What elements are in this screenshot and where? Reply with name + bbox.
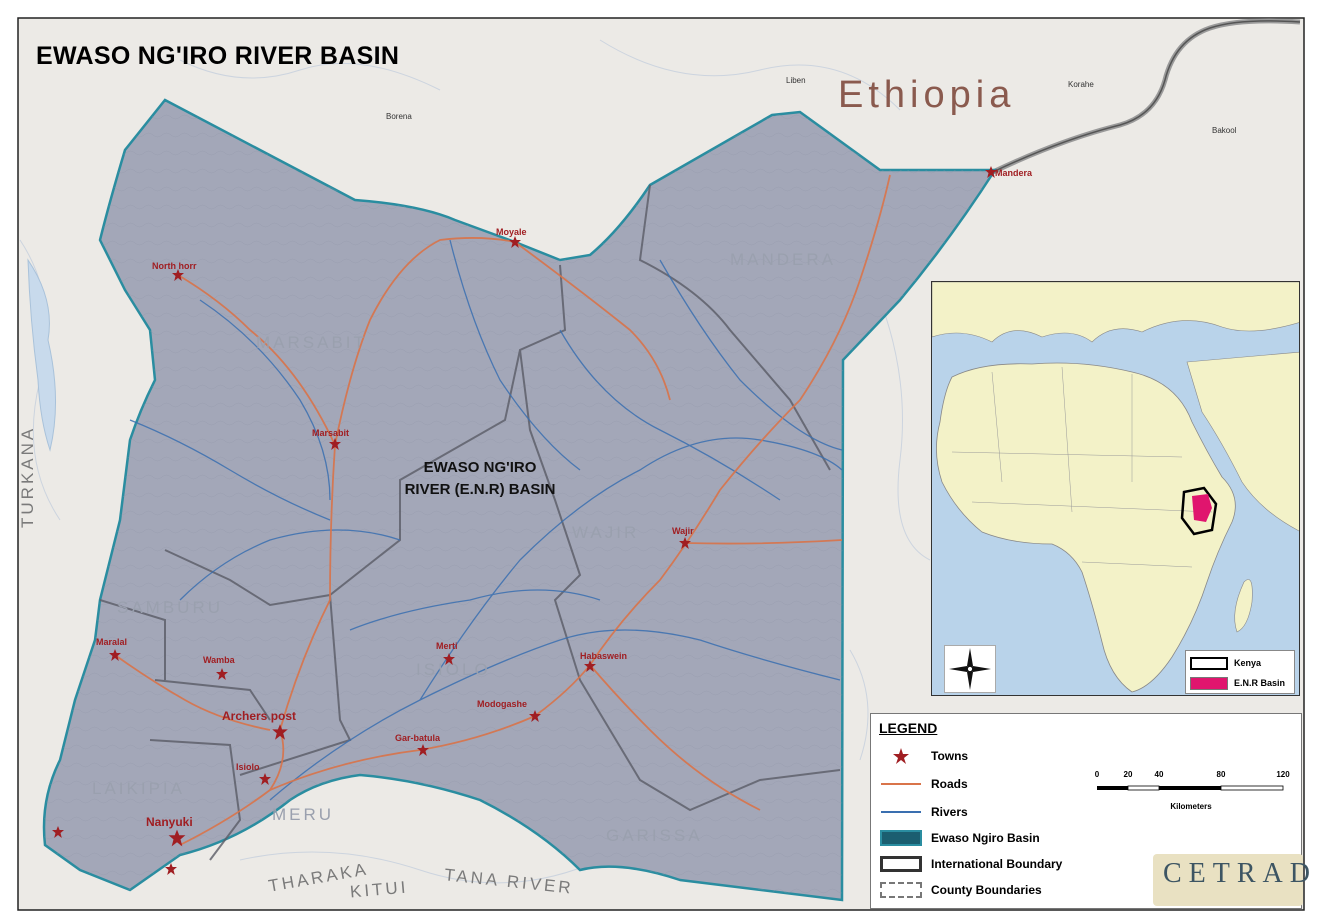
town-label-gar-batula: Gar-batula bbox=[395, 733, 441, 743]
lake-turkana bbox=[27, 258, 57, 452]
town-label-maralal: Maralal bbox=[96, 637, 128, 647]
county-label-laikipia: LAIKIPIA bbox=[92, 779, 185, 798]
place-label: Liben bbox=[786, 76, 806, 85]
inset-africa bbox=[936, 362, 1236, 693]
scale-tick-label: 120 bbox=[1276, 770, 1290, 779]
scale-bar-graphic bbox=[1097, 785, 1284, 791]
legend-label: Ewaso Ngiro Basin bbox=[931, 831, 1040, 845]
town-label-wajir: Wajir bbox=[672, 526, 694, 536]
scale-tick-label: 40 bbox=[1154, 770, 1164, 779]
inset-madagascar bbox=[1234, 579, 1253, 633]
county-boundaries bbox=[99, 184, 841, 861]
legend-label: Towns bbox=[931, 749, 969, 763]
town-label-nanyuki: Nanyuki bbox=[146, 815, 193, 829]
town-label-habaswein: Habaswein bbox=[580, 651, 628, 661]
legend-item-roads: Roads bbox=[879, 774, 1139, 794]
legend-item-towns: Towns bbox=[879, 746, 1139, 766]
basin-relief-texture bbox=[44, 100, 995, 900]
roads bbox=[114, 174, 891, 846]
scale-bar: 0 20 40 80 120 Kilometers bbox=[1094, 770, 1295, 811]
logo-text: CETRAD bbox=[1163, 858, 1317, 889]
inset-legend-label: E.N.R Basin bbox=[1234, 678, 1286, 688]
place-label: Borena bbox=[386, 112, 412, 121]
county-label-samburu: SAMBURU bbox=[117, 598, 224, 617]
compass-icon bbox=[949, 648, 991, 690]
legend-label: County Boundaries bbox=[931, 883, 1042, 897]
legend-label: International Boundary bbox=[931, 857, 1063, 871]
legend-label: Rivers bbox=[931, 805, 968, 819]
town-label-merti: Merti bbox=[436, 641, 458, 651]
scale-tick-label: 20 bbox=[1123, 770, 1133, 779]
basin-label: EWASO NG'IRO RIVER (E.N.R) BASIN bbox=[380, 457, 580, 501]
town-label-archers-post: Archers post bbox=[222, 709, 297, 723]
scale-tick-label: 80 bbox=[1216, 770, 1226, 779]
town-label-isiolo: Isiolo bbox=[236, 762, 260, 772]
town-label-marsabit: Marsabit bbox=[312, 428, 350, 438]
inset-map-africa bbox=[931, 281, 1300, 696]
legend-item-rivers: Rivers bbox=[879, 802, 1139, 822]
town-label-wamba: Wamba bbox=[203, 655, 235, 665]
legend-item-basin: Ewaso Ngiro Basin bbox=[879, 828, 1139, 848]
town-label-mandera: Mandera bbox=[995, 168, 1033, 178]
county-label-meru: MERU bbox=[272, 805, 335, 824]
africa-outline bbox=[932, 282, 1299, 695]
river-line-icon bbox=[879, 803, 923, 821]
basin-fill-icon bbox=[879, 829, 923, 847]
county-label-turkana: TURKANA bbox=[18, 425, 37, 528]
international-boundary-line bbox=[992, 20, 1301, 173]
inset-middle-east bbox=[1186, 351, 1299, 532]
legend-item-international-boundary: International Boundary bbox=[879, 854, 1139, 874]
legend-item-county-boundaries: County Boundaries bbox=[879, 880, 1139, 900]
scale-tick-label: 0 bbox=[1094, 770, 1100, 779]
road-line-icon bbox=[879, 775, 923, 793]
basin-label-line: RIVER (E.N.R) BASIN bbox=[404, 481, 556, 498]
map-title: EWASO NG'IRO RIVER BASIN bbox=[36, 42, 400, 70]
county-label-wajir: WAJIR bbox=[572, 523, 640, 542]
inset-borders bbox=[951, 366, 1213, 568]
inset-legend-basin: E.N.R Basin bbox=[1190, 675, 1285, 691]
boundary-outline-icon bbox=[879, 855, 923, 873]
kenya-swatch bbox=[1190, 656, 1228, 670]
legend-title: LEGEND bbox=[879, 720, 938, 736]
inset-legend-kenya: Kenya bbox=[1190, 655, 1261, 671]
county-label-mandera: MANDERA bbox=[730, 250, 837, 269]
cetrad-logo: CETRAD bbox=[1153, 854, 1310, 906]
compass-rose bbox=[944, 645, 996, 693]
scale-unit-label: Kilometers bbox=[1170, 802, 1212, 811]
inset-legend: Kenya E.N.R Basin bbox=[1185, 650, 1295, 694]
town-label-moyale: Moyale bbox=[496, 227, 527, 237]
county-label-garissa: GARISSA bbox=[606, 826, 703, 845]
basin-label-line: EWASO NG'IRO bbox=[423, 459, 537, 476]
legend: LEGEND Towns Roads Rivers Ewaso Ngiro Ba… bbox=[870, 713, 1310, 909]
town-label-north-horr: North horr bbox=[152, 261, 197, 271]
inset-basin bbox=[1192, 494, 1212, 522]
town-label-modogashe: Modogashe bbox=[477, 699, 528, 709]
rivers bbox=[129, 239, 843, 801]
place-label: Bakool bbox=[1212, 126, 1237, 135]
county-label-marsabit: MARSABIT bbox=[256, 333, 367, 352]
legend-label: Roads bbox=[931, 777, 968, 791]
inset-legend-label: Kenya bbox=[1234, 658, 1262, 668]
county-label-isiolo: ISIOLO bbox=[416, 660, 491, 679]
place-label: Korahe bbox=[1068, 80, 1094, 89]
inset-kenya bbox=[1180, 486, 1218, 536]
inset-europe bbox=[932, 282, 1299, 343]
basin-swatch bbox=[1190, 676, 1228, 690]
star-icon bbox=[879, 747, 923, 765]
county-outline-icon bbox=[879, 881, 923, 899]
logo-subtext-decoration bbox=[1165, 892, 1265, 902]
country-label-ethiopia: Ethiopia bbox=[838, 74, 1016, 116]
